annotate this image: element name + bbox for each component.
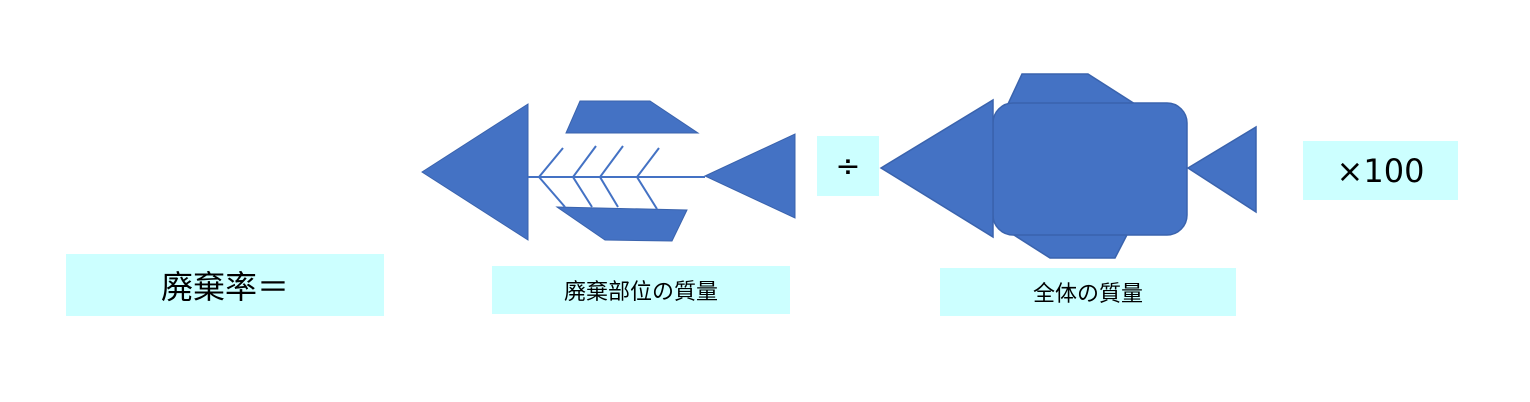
fish-bones <box>528 145 705 210</box>
whole-fish-top-fin <box>1006 73 1138 105</box>
fish-top-fin <box>565 100 700 134</box>
fish-waste-parts-icon <box>421 100 796 242</box>
waste-rate-label: 廃棄率＝ <box>66 254 384 316</box>
divide-sign: ÷ <box>817 136 879 196</box>
whole-fish-icon <box>879 73 1257 259</box>
whole-fish-body <box>992 102 1188 236</box>
multiply-100-label: ×100 <box>1303 141 1458 200</box>
total-mass-label: 全体の質量 <box>940 268 1236 316</box>
waste-part-mass-label: 廃棄部位の質量 <box>492 266 790 314</box>
whole-fish-tail <box>1186 125 1257 214</box>
fish-bottom-fin <box>555 206 688 242</box>
fish-head <box>421 103 529 241</box>
fish-tail <box>703 133 796 219</box>
whole-fish-head <box>879 98 994 239</box>
